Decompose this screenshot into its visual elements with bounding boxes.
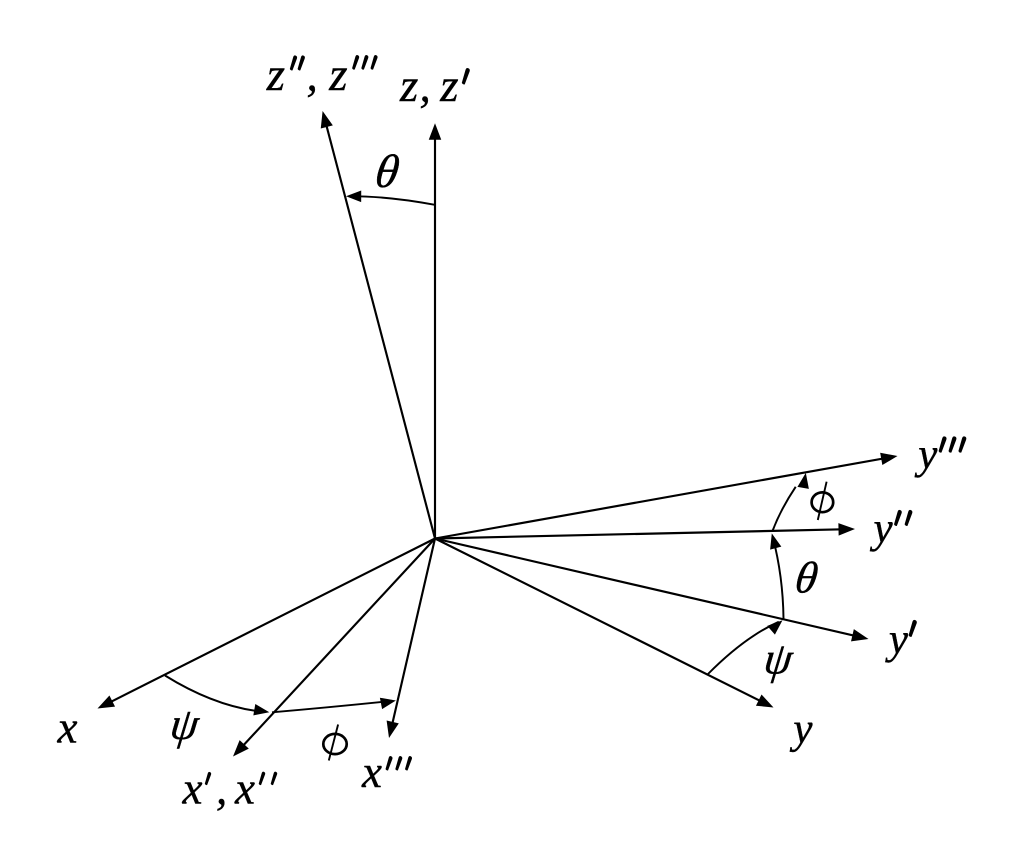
svg-text:x: x [57,703,78,753]
svg-text:z: z [266,49,285,101]
svg-text:z: z [328,49,347,101]
svg-text:x: x [361,747,382,797]
svg-text:ψ: ψ [168,699,203,749]
svg-text:θ: θ [792,553,821,603]
svg-text:z: z [399,60,418,112]
svg-text:x: x [234,764,255,814]
svg-text:y: y [870,505,894,552]
svg-text:y: y [914,431,938,478]
svg-text:,: , [420,61,431,111]
svg-text:x: x [182,764,203,814]
svg-text:,: , [216,764,227,814]
svg-text:,: , [307,50,318,100]
svg-text:θ: θ [372,146,402,198]
svg-text:y: y [885,616,909,663]
svg-text:z: z [439,60,458,112]
svg-text:y: y [789,706,813,753]
svg-text:ψ: ψ [761,634,796,684]
